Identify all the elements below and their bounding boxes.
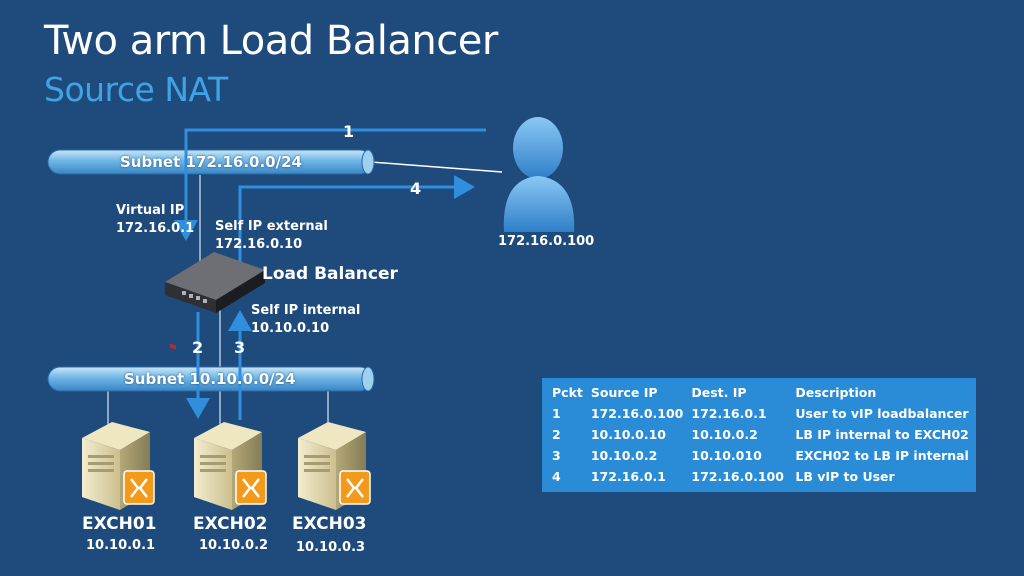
subnet-external-pipe [47,149,375,175]
server-exch02-ip: 10.10.0.2 [199,538,269,553]
user-link-line [370,161,503,173]
table-cell: 1 [552,406,561,421]
subnet-external-label: Subnet 172.16.0.0/24 [120,153,302,171]
arrow-number-2: 2 [192,338,204,357]
table-cell: LB vIP to User [795,469,895,484]
self-ip-external-value: 172.16.0.10 [215,237,303,252]
virtual-ip-label: Virtual IP [116,203,185,218]
table-cell: 3 [552,448,561,463]
table-cell: 4 [552,469,561,484]
arrow-number-4: 4 [410,179,422,198]
subnet-internal-pipe [47,366,375,392]
load-balancer-label: Load Balancer [262,264,398,284]
table-cell: 2 [552,427,561,442]
server-exch03-ip: 10.10.0.3 [296,540,366,555]
subnet-internal-label: Subnet 10.10.0.0/24 [124,370,296,388]
table-cell: 10.10.0.10 [590,427,666,442]
table-cell: 10.10.010 [691,448,762,463]
server-exch02-icon [194,422,267,510]
table-row: 4 172.16.0.1 172.16.0.100 LB vIP to User [548,466,973,487]
table-row: 2 10.10.0.10 10.10.0.2 LB IP internal to… [548,424,973,445]
load-balancer-icon [165,252,265,350]
table-cell: User to vIP loadbalancer [795,406,969,421]
server-exch01-name: EXCH01 [82,514,157,534]
table-row: 1 172.16.0.100 172.16.0.1 User to vIP lo… [548,403,973,424]
user-icon [503,117,575,232]
table-header-row: Pckt Source IP Dest. IP Description [548,382,973,403]
table-cell: 172.16.0.1 [691,406,767,421]
server-exch03-name: EXCH03 [292,514,367,534]
arrow-number-1: 1 [343,122,355,141]
table-cell: 10.10.0.2 [590,448,658,463]
self-ip-internal-value: 10.10.0.10 [251,321,330,336]
table-row: 3 10.10.0.2 10.10.010 EXCH02 to LB IP in… [548,445,973,466]
packet-table: Pckt Source IP Dest. IP Description 1 17… [542,378,976,492]
virtual-ip-value: 172.16.0.1 [116,221,195,236]
table-header: Pckt [552,385,583,400]
table-header: Dest. IP [691,385,747,400]
table-cell: 10.10.0.2 [691,427,758,442]
server-exch03-icon [298,422,371,510]
table-cell: 172.16.0.100 [590,406,684,421]
table-cell: LB IP internal to EXCH02 [795,427,969,442]
self-ip-external-label: Self IP external [215,219,328,234]
page-title: Two arm Load Balancer [44,18,498,64]
self-ip-internal-label: Self IP internal [251,303,361,318]
arrow-number-3: 3 [234,338,246,357]
arrow-1 [174,128,486,241]
arrow-4 [238,175,475,262]
server-exch02-name: EXCH02 [193,514,268,534]
server-exch01-icon [82,422,155,510]
table-cell: EXCH02 to LB IP internal [795,448,969,463]
page-subtitle: Source NAT [44,70,228,109]
table-header: Source IP [590,385,658,400]
user-ip-label: 172.16.0.100 [498,234,595,249]
server-exch01-ip: 10.10.0.1 [86,538,156,553]
table-header: Description [795,385,877,400]
table-cell: 172.16.0.100 [691,469,784,484]
table-cell: 172.16.0.1 [590,469,666,484]
